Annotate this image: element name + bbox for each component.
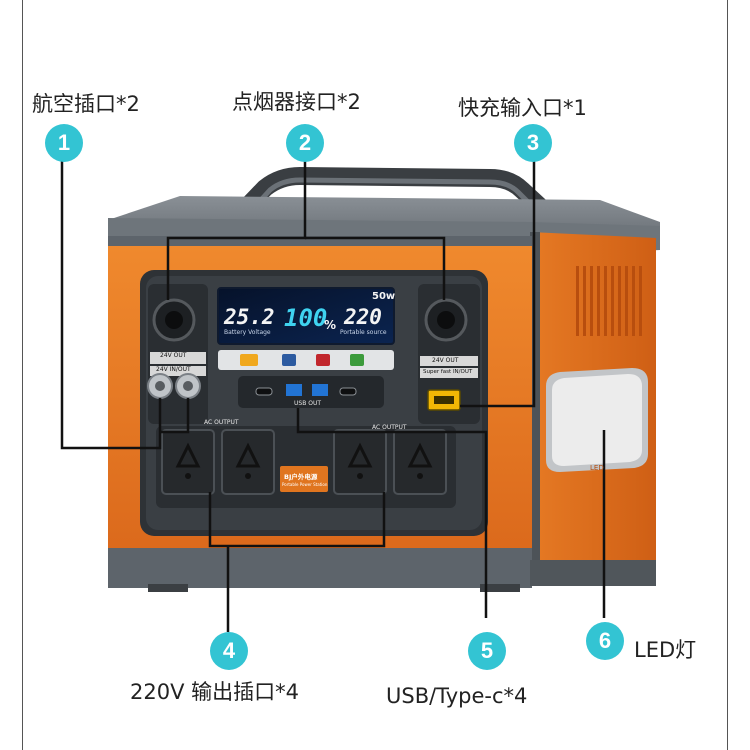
brand-name: BJ户外电源: [284, 473, 318, 481]
ac-outlet-4: [393, 429, 447, 495]
indicator-3: [316, 354, 330, 366]
lcd-screen: [218, 288, 394, 344]
usb-a-port-2: [312, 384, 328, 396]
side-vents: [576, 266, 642, 336]
callout-badge-6: 6: [586, 622, 624, 660]
indicator-4: [350, 354, 364, 366]
indicator-2: [282, 354, 296, 366]
type-c-port-1: [255, 387, 273, 396]
indicator-1: [240, 354, 258, 366]
label-ac-output-right: AC OUTPUT: [372, 424, 407, 431]
callout-label-1: 航空插口*2: [32, 92, 140, 116]
lcd-watt-unit: w: [385, 291, 396, 302]
label-24v-out-right: 24V OUT: [432, 357, 459, 364]
callout-label-5: USB/Type-c*4: [386, 684, 528, 708]
lcd-battery-voltage-caption: Battery Voltage: [224, 329, 271, 336]
lcd-output-caption: Portable source: [340, 329, 387, 336]
image-frame: [22, 0, 728, 750]
callout-label-3: 快充输入口*1: [458, 96, 587, 120]
ac-outlet-2: [221, 429, 275, 495]
lcd-percent: 100: [284, 304, 328, 332]
lcd-output-value: 220: [344, 305, 382, 329]
label-24v-in-out: 24V IN/OUT: [156, 366, 191, 373]
lcd-battery-voltage: 25.2: [224, 305, 275, 329]
ac-outlet-1: [161, 429, 215, 495]
type-c-port-2: [339, 387, 357, 396]
callout-badge-3: 3: [514, 124, 552, 162]
ac-outlet-3: [333, 429, 387, 495]
callout-label-6: LED灯: [634, 638, 697, 662]
lcd-watt: 50w: [372, 291, 395, 302]
led-light-panel: [546, 368, 648, 472]
callout-badge-1: 1: [45, 124, 83, 162]
callout-label-4: 220V 输出插口*4: [130, 680, 299, 704]
label-ac-output-left: AC OUTPUT: [204, 419, 239, 426]
usb-a-port-1: [286, 384, 302, 396]
lcd-percent-sign: %: [324, 318, 337, 332]
brand-subtitle: Portable Power Station: [282, 482, 328, 487]
label-usb-out: USB OUT: [294, 400, 322, 407]
lcd-watt-value: 50: [372, 291, 386, 302]
label-24v-out-left: 24V OUT: [160, 352, 187, 359]
usb-panel: [238, 376, 384, 408]
led-side-label: LED: [590, 464, 604, 472]
callout-badge-5: 5: [468, 632, 506, 670]
callout-badge-2: 2: [286, 124, 324, 162]
brand-plate: [280, 466, 328, 492]
leader-lines: [60, 160, 606, 632]
callout-badge-4: 4: [210, 632, 248, 670]
callout-label-2: 点烟器接口*2: [232, 90, 361, 114]
label-super-fast-in-out: Super fast IN/OUT: [423, 369, 473, 375]
